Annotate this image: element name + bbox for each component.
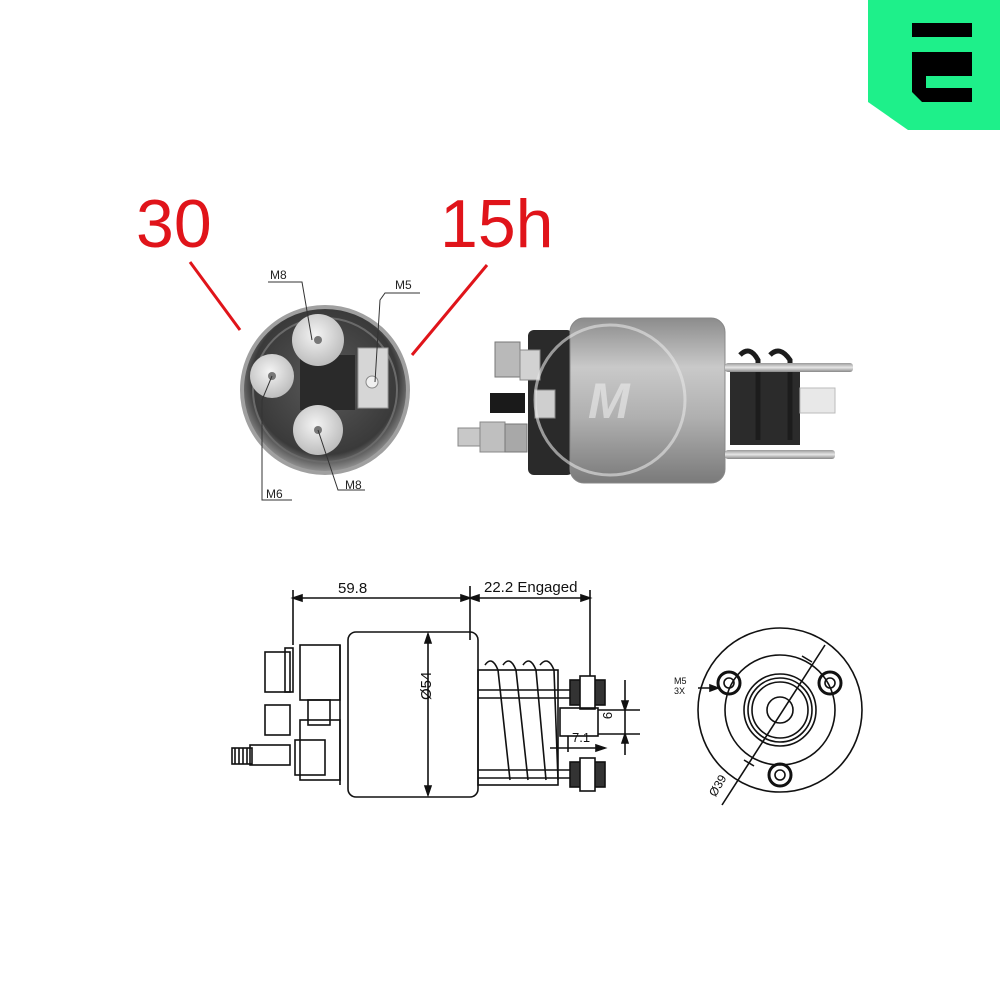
brand-logo [868,0,1000,130]
thread-label-m5: M5 [395,278,412,292]
terminal-30-label: 30 [136,186,212,262]
dimension-engaged-travel: 22.2 Engaged [484,579,578,596]
terminal-15h-label: 15h [440,186,554,262]
end-technical-drawing [697,627,863,806]
dimension-plunger-7-1: 7.1 [572,730,591,745]
bolt-spec-thread: M5 [674,676,687,686]
bolt-spec-count: 3X [674,686,686,696]
dimension-plunger-9: 9 [600,711,616,720]
svg-text:M: M [588,373,631,429]
side-technical-drawing [231,586,640,798]
logo-e-icon [868,0,1000,130]
thread-label-m6: M6 [266,487,283,501]
solenoid-side-photo: M [457,317,853,484]
thread-label-m8-bottom: M8 [345,478,362,492]
bolt-spec-label: M5 3X [674,676,687,696]
dimension-diameter-54: Ø54 [418,671,435,700]
dimension-body-length: 59.8 [338,580,368,597]
end-view-photo [240,281,420,501]
stud-m5 [365,375,379,389]
thread-label-m8-top: M8 [270,268,287,282]
